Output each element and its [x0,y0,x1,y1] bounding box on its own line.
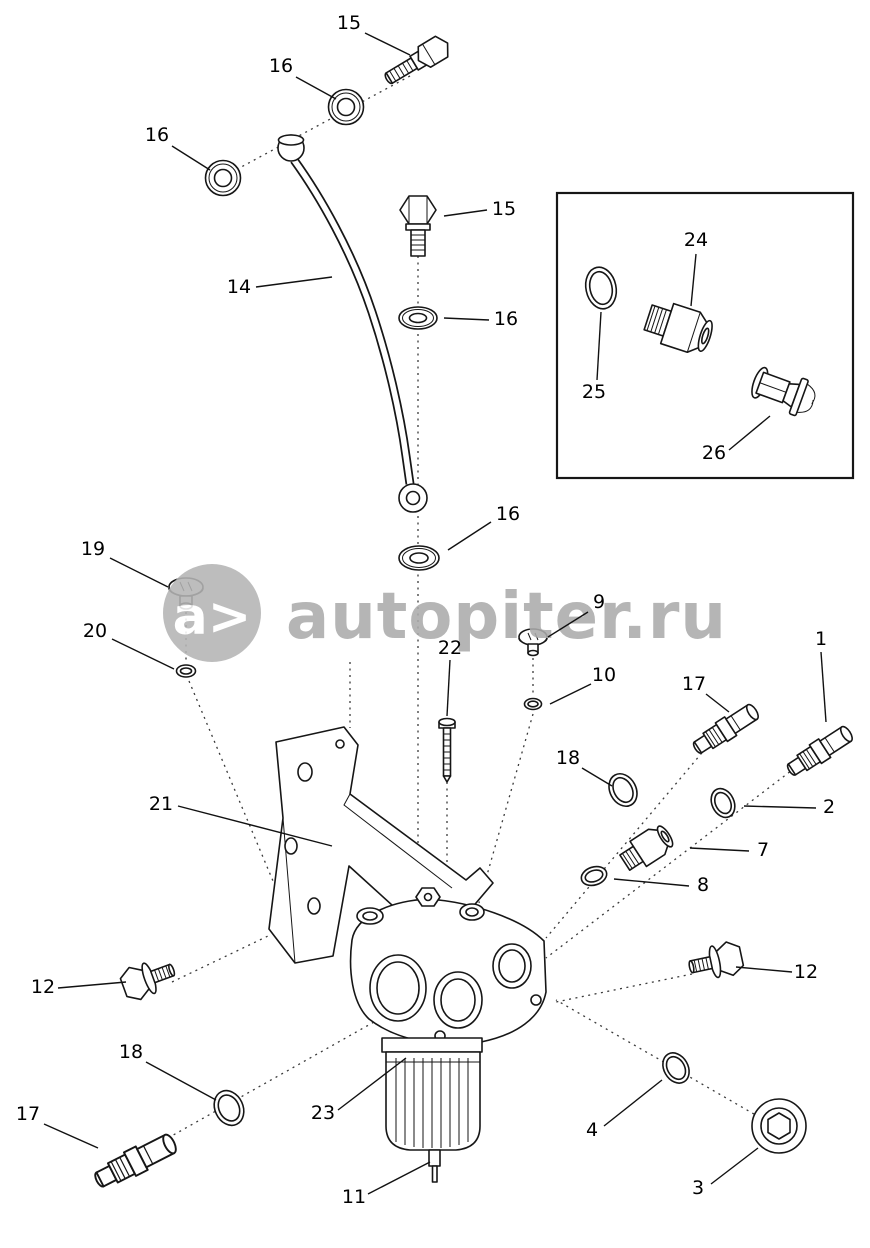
callout-11: 11 [342,1161,431,1208]
callout-label: 9 [593,591,605,613]
callout-22: 22 [438,637,462,717]
watermark: a> autopiter.ru [163,564,727,662]
inset-box [555,191,855,480]
callout-25: 25 [582,311,606,403]
callout-18-lower: 18 [119,1041,217,1101]
callout-17-lower: 17 [16,1103,99,1149]
part-17-fitting-lower [89,1129,181,1194]
callout-label: 12 [31,976,55,998]
part-7-fitting [619,825,674,871]
callout-24: 24 [684,229,708,307]
part-3-plug [751,1098,807,1154]
callout-3: 3 [692,1147,759,1199]
part-2-oring [710,787,736,819]
part-22-screw [438,717,456,783]
callout-label: 2 [823,796,835,818]
part-15-hex-bolt [399,195,437,257]
part-16-washer-c [398,306,438,330]
callout-7: 7 [689,839,769,861]
callout-label: 11 [342,1186,366,1208]
part-18-oring-upper [608,772,638,808]
watermark-text: autopiter.ru [286,580,727,654]
callout-label: 15 [492,198,516,220]
callout-label: 25 [582,381,606,403]
part-23-filter-head [349,887,547,1046]
part-14-fuel-pipe [277,134,428,513]
part-11-filter-element [381,1037,483,1183]
part-8-oring [580,865,608,887]
watermark-logo-circle [163,564,261,662]
callout-4: 4 [586,1079,663,1141]
callout-16-c: 16 [443,308,518,330]
part-16-washer-b [204,159,242,197]
callout-9: 9 [547,591,605,638]
callout-label: 14 [227,276,251,298]
callout-label: 15 [337,12,361,34]
callout-15-top: 15 [337,12,411,56]
part-16-washer-a [327,88,365,126]
callout-23: 23 [311,1057,407,1124]
callout-label: 16 [269,55,293,77]
part-18-oring-lower [213,1089,245,1127]
callout-label: 10 [592,664,616,686]
callout-16-d: 16 [447,503,520,551]
watermark-logo-text: a> [173,587,252,647]
part-10-oring [523,697,543,711]
callout-label: 12 [794,961,818,983]
callout-label: 26 [702,442,726,464]
callout-label: 22 [438,637,462,659]
part-16-washer-d [398,545,440,571]
callout-label: 16 [494,308,518,330]
callout-label: 18 [119,1041,143,1063]
callout-label: 16 [496,503,520,525]
callout-label: 20 [83,620,107,642]
callouts: 15 16 16 15 14 16 24 25 26 16 19 20 9 10… [16,12,835,1208]
part-4-oring [662,1052,690,1084]
part-12-bolt-left [117,952,181,1005]
callout-21: 21 [149,793,333,847]
part-24-connector [643,302,713,354]
callout-label: 19 [81,538,105,560]
part-12-bolt-right [685,938,746,985]
callout-label: 17 [16,1103,40,1125]
callout-14: 14 [227,276,333,298]
callout-16-b: 16 [145,124,211,171]
part-15-banjo-bolt [384,35,449,85]
callout-10: 10 [549,664,616,705]
callout-label: 3 [692,1177,704,1199]
part-9-plug [518,628,548,657]
part-25-oring [584,266,618,310]
part-26-fitting [751,366,816,417]
part-1-fitting [782,721,857,782]
callout-label: 16 [145,124,169,146]
callout-label: 4 [586,1119,598,1141]
callout-label: 23 [311,1102,335,1124]
callout-26: 26 [702,415,771,464]
callout-2: 2 [743,796,835,818]
callout-17-upper: 17 [682,673,730,713]
callout-label: 18 [556,747,580,769]
callout-label: 24 [684,229,708,251]
callout-label: 21 [149,793,173,815]
callout-12-left: 12 [31,976,127,998]
callout-20: 20 [83,620,175,670]
callout-16-a: 16 [269,55,337,100]
callout-label: 17 [682,673,706,695]
callout-19: 19 [81,538,169,588]
callout-8: 8 [613,874,709,896]
callout-15-mid: 15 [443,198,516,220]
part-20-oring [175,664,197,678]
callout-label: 7 [757,839,769,861]
callout-12-right: 12 [735,961,818,983]
callout-label: 1 [815,628,827,650]
callout-label: 8 [697,874,709,896]
callout-1: 1 [815,628,827,723]
callout-18-upper: 18 [556,747,613,787]
